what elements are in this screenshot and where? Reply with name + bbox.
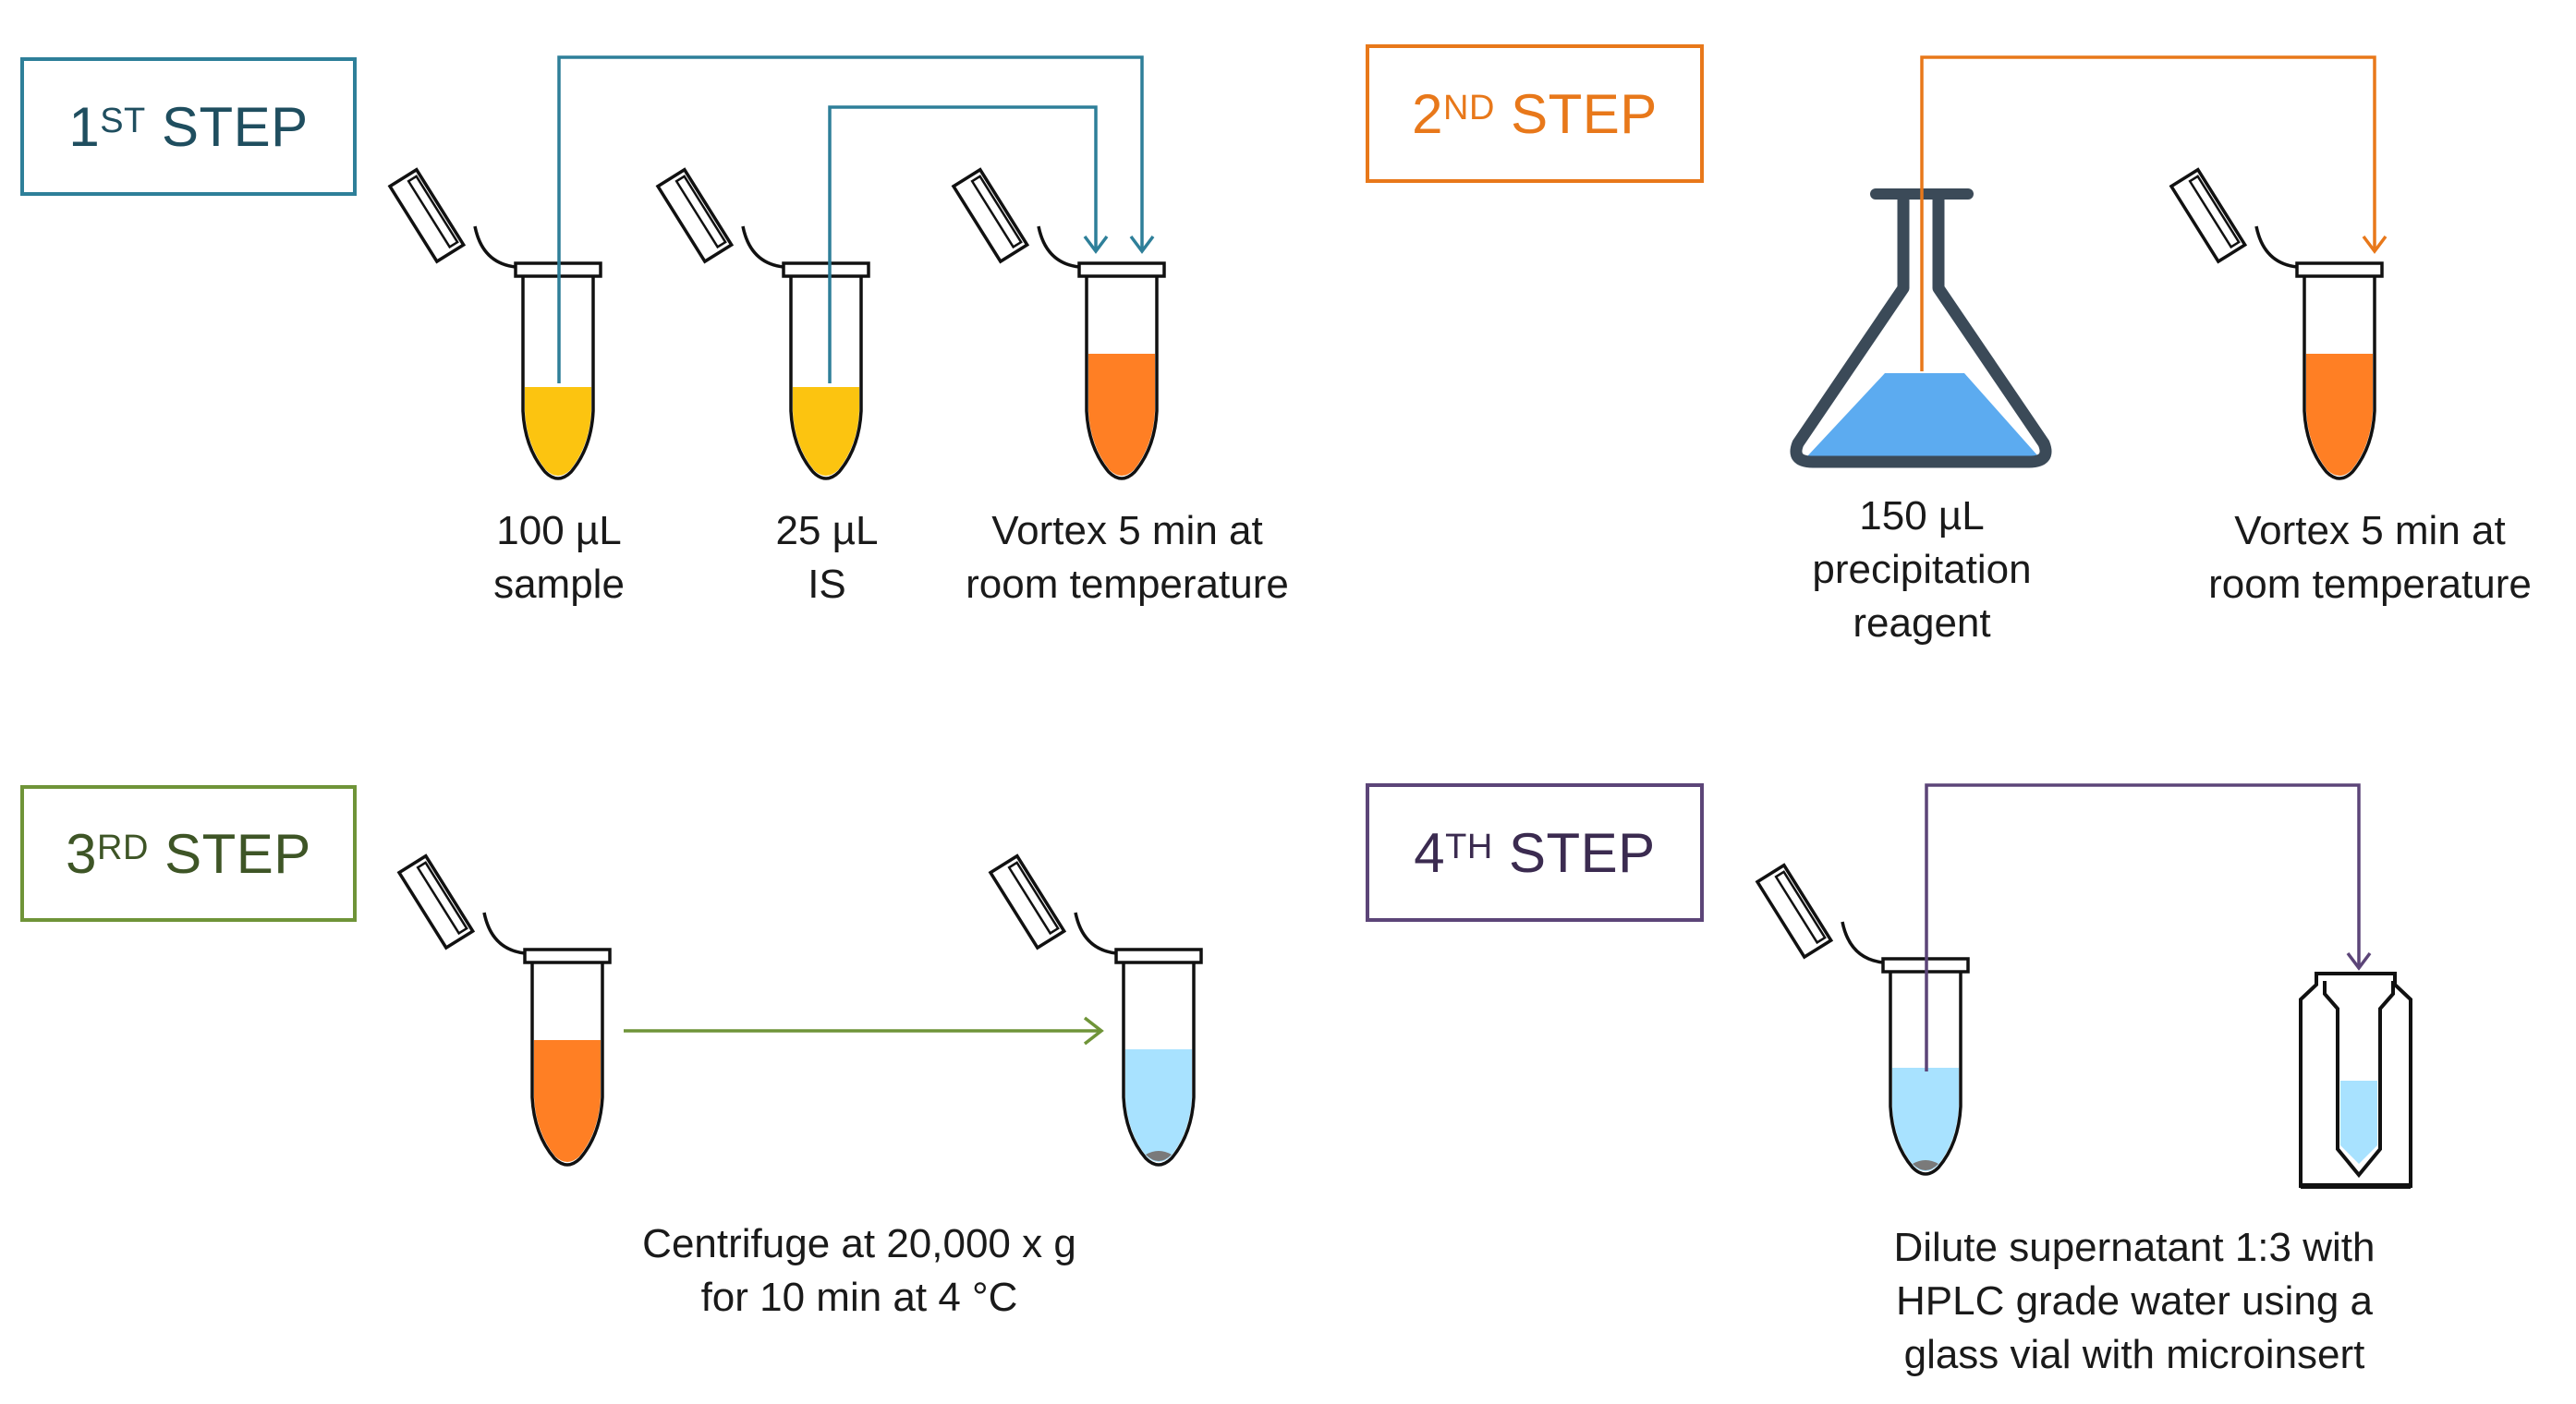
- caption-vortex-2: Vortex 5 min at room temperature: [2167, 504, 2573, 611]
- caption-vortex-2-line1: Vortex 5 min at: [2234, 508, 2506, 553]
- tube-vortex-2: [2169, 167, 2384, 480]
- caption-dilute-line2: HPLC grade water using a: [1895, 1278, 2374, 1324]
- tube-sample: [388, 167, 602, 480]
- step2-number: 2: [1412, 82, 1444, 145]
- tube-sample-cap: [388, 167, 602, 278]
- caption-is-line1: 25 µL: [775, 508, 879, 553]
- caption-vortex-1-line1: Vortex 5 min at: [991, 508, 1263, 553]
- caption-dilute-line3: glass vial with microinsert: [1903, 1332, 2365, 1377]
- vial-icon: [2299, 972, 2412, 1189]
- step4-word: STEP: [1508, 821, 1656, 884]
- tube-before-centrifuge-cap: [397, 853, 612, 964]
- step3-number: 3: [66, 822, 98, 885]
- tube-supernatant: [1756, 863, 1970, 1176]
- caption-reagent: 150 µL precipitation reagent: [1774, 490, 2070, 650]
- flask-liquid: [1805, 373, 2039, 462]
- flask-icon: [1790, 188, 2052, 468]
- caption-centrifuge: Centrifuge at 20,000 x g for 10 min at 4…: [573, 1217, 1146, 1325]
- tube-sample-body: [521, 276, 595, 480]
- tube-vortex-1: [952, 167, 1166, 480]
- arrow-is-to-vortex: [828, 105, 1098, 383]
- caption-centrifuge-line2: for 10 min at 4 °C: [700, 1275, 1018, 1320]
- tube-vortex-2-liquid: [2306, 354, 2373, 476]
- tube-is-liquid: [793, 387, 859, 476]
- tube-supernatant-liquid: [1892, 1068, 1959, 1171]
- flask-outline: [1790, 194, 2052, 468]
- tube-after-centrifuge: [989, 853, 1203, 1167]
- caption-sample: 100 µL sample: [420, 504, 698, 611]
- step1-number: 1: [68, 95, 101, 158]
- tube-after-centrifuge-liquid: [1125, 1049, 1192, 1162]
- caption-centrifuge-line1: Centrifuge at 20,000 x g: [642, 1221, 1076, 1266]
- tube-vortex-1-liquid: [1088, 354, 1155, 476]
- tube-after-centrifuge-body: [1122, 962, 1196, 1167]
- tube-is-cap: [656, 167, 870, 278]
- caption-dilute: Dilute supernatant 1:3 with HPLC grade w…: [1811, 1221, 2458, 1382]
- tube-supernatant-cap: [1756, 863, 1970, 974]
- arrowhead-centrifuge: [1083, 1016, 1104, 1046]
- arrowhead-reagent: [2362, 235, 2388, 254]
- arrow-sample-to-vortex: [557, 55, 1144, 383]
- step4-number: 4: [1414, 821, 1446, 884]
- caption-dilute-line1: Dilute supernatant 1:3 with: [1893, 1225, 2376, 1270]
- step3-word: STEP: [164, 822, 311, 885]
- vial-liquid: [2340, 1081, 2377, 1164]
- tube-is-body: [789, 276, 863, 480]
- tube-vortex-1-cap: [952, 167, 1166, 278]
- caption-is: 25 µL IS: [721, 504, 933, 611]
- caption-is-line2: IS: [808, 562, 846, 607]
- arrowhead-sample: [1129, 235, 1155, 254]
- vial-insert: [2323, 981, 2395, 1179]
- arrowhead-supernatant: [2346, 951, 2372, 971]
- tube-before-centrifuge-body: [530, 962, 604, 1167]
- arrow-reagent-to-tube: [1920, 55, 2376, 371]
- caption-reagent-line3: reagent: [1853, 600, 1991, 646]
- tube-before-centrifuge-liquid: [534, 1040, 601, 1162]
- caption-sample-line1: 100 µL: [496, 508, 622, 553]
- tube-sample-liquid: [525, 387, 591, 476]
- caption-sample-line2: sample: [493, 562, 625, 607]
- tube-supernatant-body: [1889, 972, 1962, 1176]
- tube-after-centrifuge-cap: [989, 853, 1203, 964]
- tube-vortex-2-cap: [2169, 167, 2384, 278]
- tube-vortex-1-body: [1085, 276, 1159, 480]
- caption-reagent-line2: precipitation: [1812, 547, 2032, 592]
- arrowhead-is: [1083, 235, 1109, 254]
- caption-vortex-1-line2: room temperature: [966, 562, 1289, 607]
- tube-after-centrifuge-pellet: [1146, 1151, 1172, 1161]
- caption-vortex-1: Vortex 5 min at room temperature: [924, 504, 1331, 611]
- tube-is: [656, 167, 870, 480]
- tube-vortex-2-body: [2303, 276, 2376, 480]
- step1-word: STEP: [161, 95, 309, 158]
- step2-word: STEP: [1511, 82, 1658, 145]
- caption-reagent-line1: 150 µL: [1859, 493, 1985, 539]
- caption-vortex-2-line2: room temperature: [2208, 562, 2532, 607]
- tube-before-centrifuge: [397, 853, 612, 1167]
- arrow-supernatant-to-vial: [1925, 783, 2361, 1071]
- tube-supernatant-pellet: [1913, 1160, 1938, 1170]
